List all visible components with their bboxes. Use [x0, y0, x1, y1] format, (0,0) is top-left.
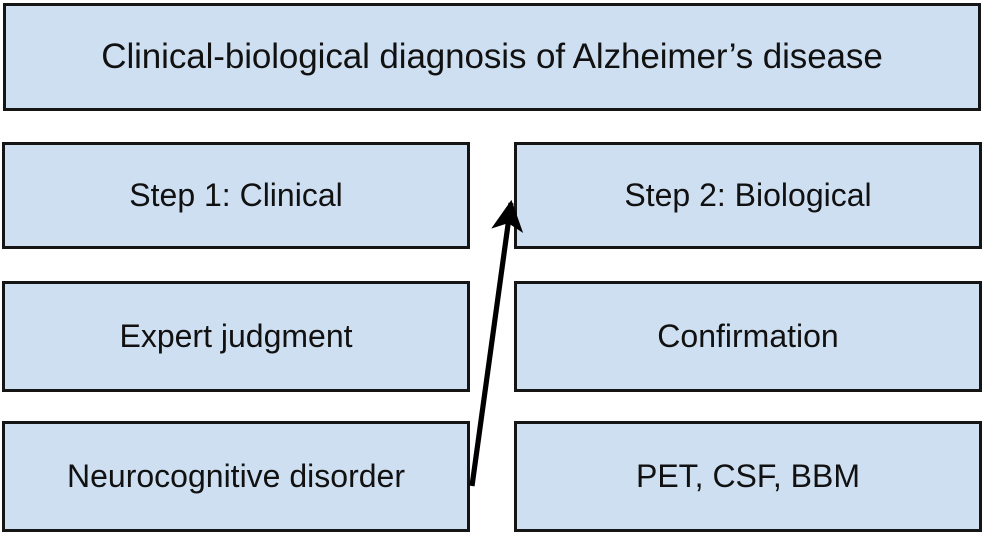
step-1-row-2-label: Neurocognitive disorder [67, 457, 405, 494]
step-1-row-2-box: Neurocognitive disorder [2, 421, 470, 532]
step-1-header-label: Step 1: Clinical [129, 176, 343, 213]
step-1-row-1-box: Expert judgment [2, 281, 470, 392]
step-2-row-1-label: Confirmation [657, 317, 839, 354]
step-2-row-2-box: PET, CSF, BBM [514, 421, 982, 532]
diagram-title-box: Clinical-biological diagnosis of Alzheim… [3, 3, 981, 111]
step-2-header-label: Step 2: Biological [624, 176, 872, 213]
step-2-header-box: Step 2: Biological [514, 142, 982, 249]
step-1-header-box: Step 1: Clinical [2, 142, 470, 249]
step-2-row-2-label: PET, CSF, BBM [635, 457, 861, 494]
step-1-row-1-label: Expert judgment [119, 317, 353, 354]
diagram-title-label: Clinical-biological diagnosis of Alzheim… [101, 36, 883, 76]
step-2-row-1-box: Confirmation [514, 281, 982, 392]
